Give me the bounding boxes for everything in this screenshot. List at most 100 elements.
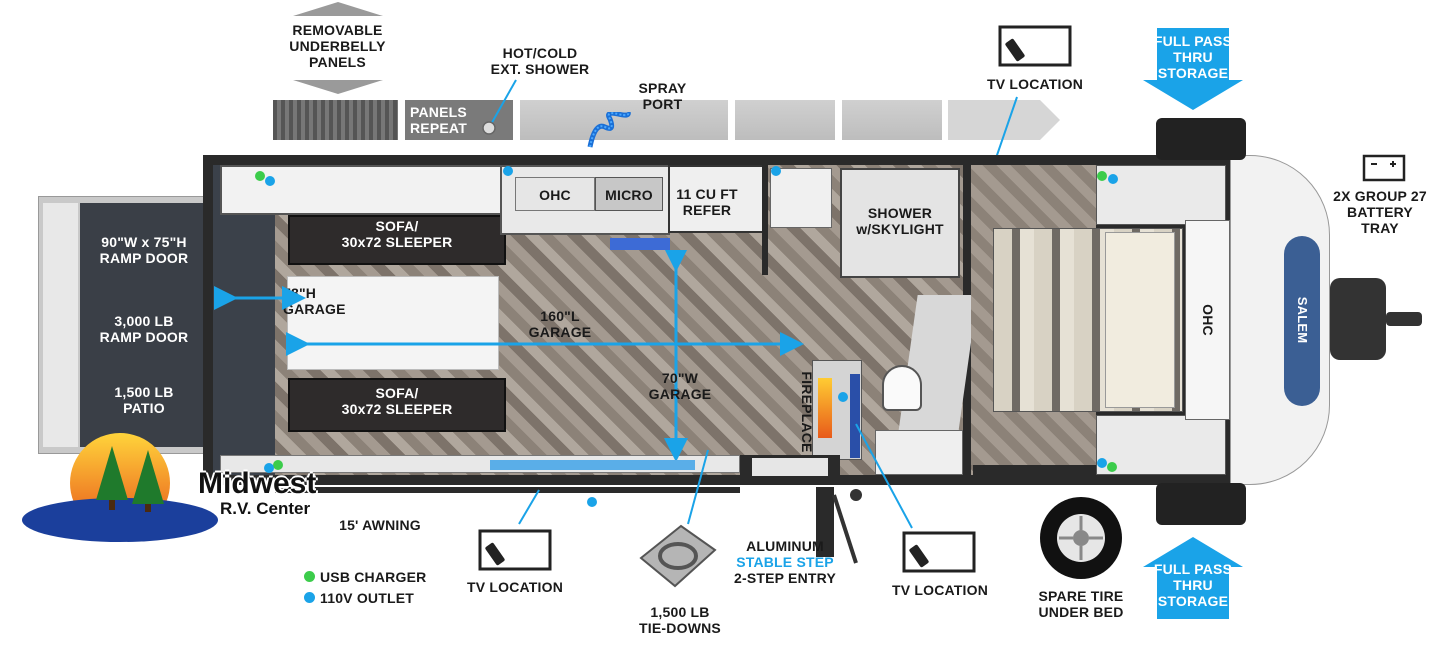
usb-dot (1097, 171, 1107, 181)
underbelly-panel-3 (520, 100, 728, 140)
front-storage-bottom (1156, 483, 1246, 525)
awning-bar (275, 487, 740, 493)
underbelly-panel-5 (842, 100, 942, 140)
logo-line2: R.V. Center (220, 499, 311, 518)
refer-label: 11 CU FT REFER (676, 186, 738, 218)
bath-wall-left (762, 165, 768, 275)
two-step-entry-label: 2-STEP ENTRY (734, 570, 836, 586)
underbelly-panel-1 (273, 100, 398, 140)
shower-stall (840, 168, 960, 278)
awning-label: 15' AWNING (339, 517, 421, 533)
salem-decal-label: SALEM (1295, 296, 1310, 344)
outlet-dot (1108, 174, 1118, 184)
rear-wall-strip (213, 165, 275, 475)
ramp-door-edge (43, 203, 78, 447)
sofa-bottom (288, 378, 506, 432)
legend-outlet-dot (304, 592, 315, 603)
spray-port-label: SPRAY PORT (638, 80, 687, 112)
midwest-logo-icon (22, 433, 218, 542)
full-pass-bottom-label: FULL PASS THRU STORAGE (1153, 561, 1233, 609)
microwave (595, 177, 663, 211)
spare-tire-icon (1040, 497, 1122, 579)
hot-cold-shower-label: HOT/COLD EXT. SHOWER (490, 45, 590, 77)
fireplace-flame (818, 378, 832, 438)
full-pass-top-label: FULL PASS THRU STORAGE (1153, 33, 1233, 81)
ramp-door-rating-label: 3,000 LB RAMP DOOR (99, 313, 189, 345)
tv-remote-icon (478, 529, 552, 571)
entry-steps-icon (816, 487, 862, 564)
ohc-kitchen-label: OHC (539, 187, 571, 203)
full-pass-top-arrow (1143, 28, 1243, 110)
salem-decal (1284, 236, 1320, 406)
ramp-door-size-label: 90"W x 75"H RAMP DOOR (99, 234, 189, 266)
hitch (1386, 312, 1422, 326)
battery-tray-label: 2X GROUP 27 BATTERY TRAY (1333, 188, 1427, 236)
garage-dimension-arrows (214, 250, 804, 460)
underbelly-arrows-icon (293, 2, 383, 94)
tie-down-ring-icon (639, 524, 717, 588)
fireplace-glass (850, 374, 860, 458)
bedroom-ohc (1185, 220, 1230, 420)
front-storage-top (1156, 118, 1246, 160)
shower-leader-line (482, 79, 517, 135)
stove-burners (610, 238, 670, 250)
toilet (882, 365, 922, 411)
micro-label: MICRO (605, 187, 653, 203)
usb-dot (273, 460, 283, 470)
ohc-cabinet (515, 177, 595, 211)
ohc-bedroom-label: OHC (1200, 304, 1216, 336)
refrigerator (668, 165, 764, 233)
bath-sink (770, 168, 832, 228)
tv-location-bottom-left-label: TV LOCATION (466, 579, 564, 595)
logo-text-box: Midwest R.V. Center (198, 468, 336, 520)
tv-remote-icon (998, 25, 1072, 67)
full-pass-bottom-arrow (1143, 537, 1243, 619)
spare-tire-label: SPARE TIRE UNDER BED (1038, 588, 1124, 620)
patio-label: 1,500 LB PATIO (114, 384, 174, 416)
sofa-bottom-label: SOFA/ 30x72 SLEEPER (341, 385, 453, 417)
usb-dot (255, 171, 265, 181)
tie-down-leader-line (687, 449, 709, 525)
underbelly-panel-2 (405, 100, 513, 140)
garage-width-label: 70"W GARAGE (648, 370, 712, 402)
sofa-top (288, 215, 506, 265)
tv-location-top-label: TV LOCATION (986, 76, 1084, 92)
logo-line1: Midwest (198, 467, 317, 500)
tongue-jack (1330, 278, 1386, 360)
usb-dot (1107, 462, 1117, 472)
bedroom-wardrobe-top (1096, 165, 1226, 225)
outlet-dot (838, 392, 848, 402)
legend-outlet-label: 110V OUTLET (320, 590, 415, 606)
bath-vanity (875, 430, 963, 475)
outlet-dot (264, 463, 274, 473)
outlet-dot (265, 176, 275, 186)
garage-length-label: 160"L GARAGE (528, 308, 592, 340)
underbelly-panel-4 (735, 100, 835, 140)
spray-hose-icon (587, 112, 631, 148)
panels-repeat-label: PANELS REPEAT (410, 104, 467, 136)
outlet-dot (771, 166, 781, 176)
underbelly-panel-end (948, 100, 1060, 140)
tv-location-bottom-right-label: TV LOCATION (891, 582, 989, 598)
bed-pillows (1105, 232, 1175, 408)
outlet-dot (503, 166, 513, 176)
tv-bottom-left-leader-line (518, 489, 540, 525)
outlet-dot (587, 497, 597, 507)
tie-downs-label: 1,500 LB TIE-DOWNS (639, 604, 721, 636)
entry-door-inner (752, 458, 828, 476)
battery-icon (1362, 154, 1406, 182)
aluminum-label: ALUMINUM (746, 538, 824, 554)
tv-remote-icon (902, 531, 976, 573)
sofa-top-label: SOFA/ 30x72 SLEEPER (341, 218, 453, 250)
window-bottom (490, 460, 695, 470)
stable-step-label: STABLE STEP (736, 554, 834, 570)
shower-skylight-label: SHOWER w/SKYLIGHT (856, 205, 944, 237)
entry-step-label: ALUMINUM STABLE STEP 2-STEP ENTRY (720, 538, 850, 586)
outlet-dot (1097, 458, 1107, 468)
ramp-door-inner (80, 203, 205, 447)
rear-counter-top (220, 165, 510, 215)
bedroom-wardrobe-bottom (1096, 415, 1226, 475)
removable-underbelly-label: REMOVABLE UNDERBELLY PANELS (289, 22, 386, 70)
tv-bottom-right-leader-line (855, 423, 913, 529)
legend-usb-label: USB CHARGER (320, 569, 427, 585)
